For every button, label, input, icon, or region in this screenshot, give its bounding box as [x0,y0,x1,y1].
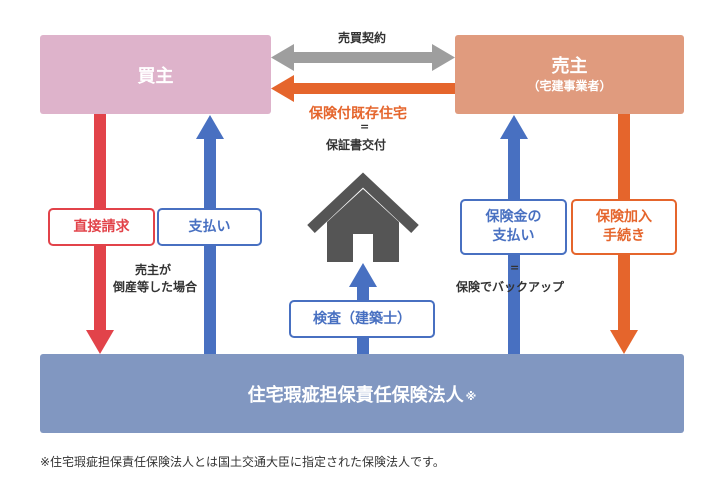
insured-house-label: 保険付既存住宅 [309,106,407,122]
insurance-payment-box: 保険金の 支払い [460,199,567,255]
insurer-label: 住宅瑕疵担保責任保険法人 [247,384,464,406]
seller-label: 売主 [551,55,588,77]
enrollment-line2: 手続き [603,228,645,244]
house-icon [307,172,419,262]
footnote: ※住宅瑕疵担保責任保険法人とは国土交通大臣に指定された保険法人です。 [40,455,445,469]
direct-claim-label: 直接請求 [73,218,130,235]
insurance-payment-line2: 支払い [492,228,535,244]
buyer-label: 買主 [137,65,174,87]
handover-arrow [271,75,455,102]
equals-sign-top: = [360,120,370,133]
payment-box: 支払い [157,208,262,246]
inspection-label: 検査（建築士） [313,310,411,327]
payment-label: 支払い [188,218,231,235]
insurer-box: 住宅瑕疵担保責任保険法人 ※ [40,354,684,433]
certificate-label: 保証書交付 [326,138,387,152]
direct-claim-box: 直接請求 [48,208,155,246]
sale-contract-arrow [271,44,455,71]
backup-note: 保険でバックアップ [456,280,565,294]
buyer-box: 買主 [40,35,271,114]
bankruptcy-note-line2: 倒産等した場合 [113,280,198,294]
seller-sublabel: （宅建事業者） [527,78,612,93]
bankruptcy-note-line1: 売主が [135,263,172,277]
insurance-payment-line1: 保険金の [485,209,542,225]
enrollment-line1: 保険加入 [596,209,652,225]
sale-contract-label: 売買契約 [338,31,387,45]
enrollment-box: 保険加入 手続き [571,199,677,255]
seller-box: 売主 （宅建事業者） [455,35,684,114]
inspection-box: 検査（建築士） [289,300,435,338]
insurer-note-mark: ※ [465,390,477,403]
equals-sign-right: = [510,261,520,274]
